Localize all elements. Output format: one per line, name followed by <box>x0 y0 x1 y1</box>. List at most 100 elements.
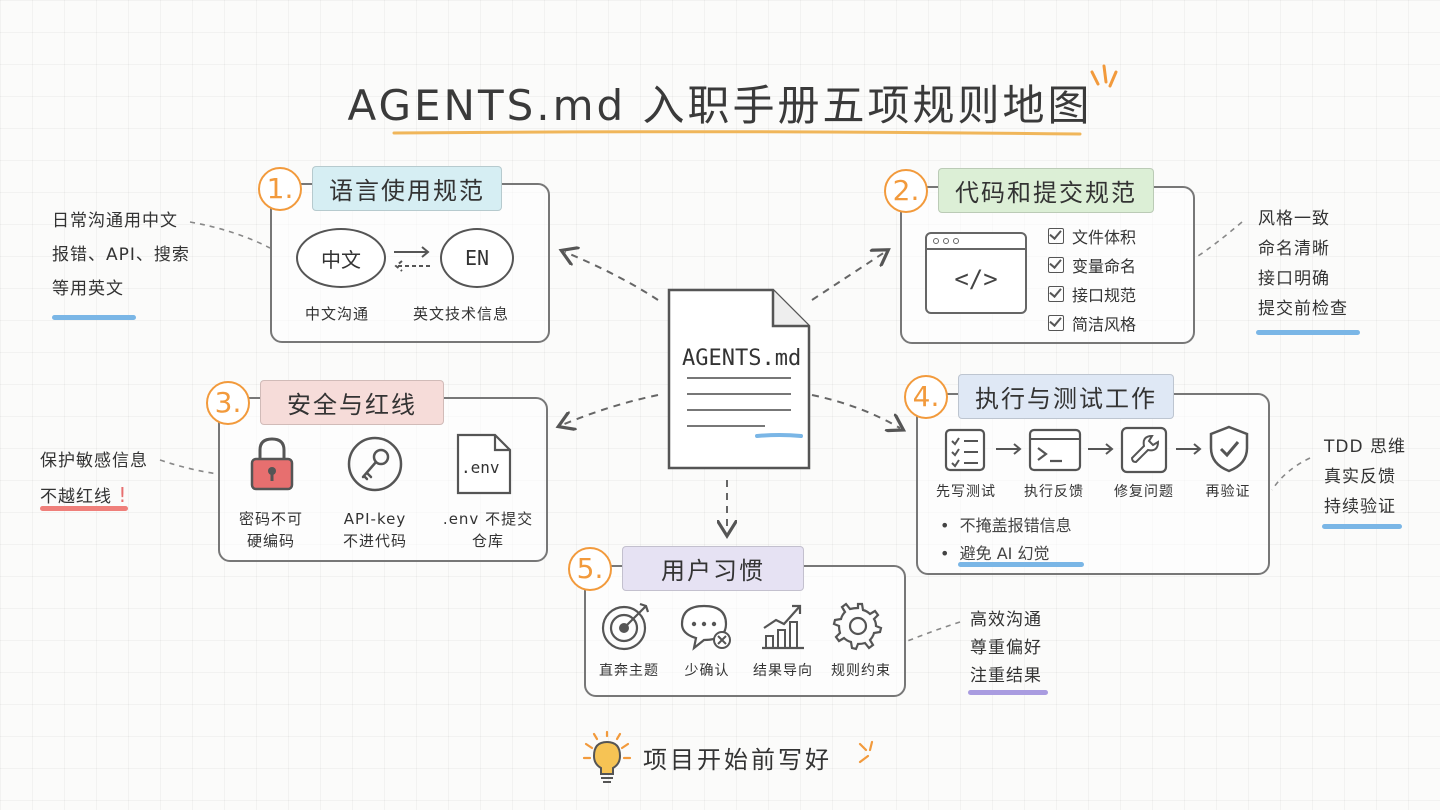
chinese-speech-bubble: 中文 <box>296 228 386 288</box>
s3-notes: 保护敏感信息 不越红线 ! <box>40 444 148 514</box>
s1-note-1: 日常沟通用中文 <box>52 211 178 231</box>
s1-caption-chinese: 中文沟通 <box>304 305 369 323</box>
footer-text: 项目开始前写好 <box>643 746 832 774</box>
arrow-to-s2 <box>811 252 885 301</box>
leader-s3 <box>159 459 219 475</box>
s1-note-2: 报错、API、搜索 <box>52 245 190 265</box>
s5-note-1: 高效沟通 <box>970 610 1042 630</box>
s1-notes: 日常沟通用中文 报错、API、搜索 等用英文 <box>52 204 190 306</box>
flow-arrow-icon <box>1176 443 1202 455</box>
s5-note-underline <box>968 690 1048 695</box>
s1-caption-english: 英文技术信息 <box>412 305 509 323</box>
english-speech-bubble: EN <box>440 228 514 288</box>
chat-cancel-icon <box>680 604 731 651</box>
arrow-to-s1 <box>565 252 659 301</box>
checkbox-icon <box>1048 286 1064 302</box>
section-3-title: 安全与红线 <box>260 380 444 425</box>
section-4-header: 4. 执行与测试工作 <box>904 374 1174 419</box>
target-icon <box>601 602 650 651</box>
s4-bullet-underline <box>958 562 1084 567</box>
section-5-number: 5. <box>568 546 612 591</box>
s3-caption-1: 密码不可硬编码 <box>238 510 303 550</box>
s3-note-1: 保护敏感信息 <box>40 451 148 471</box>
s4-note-1: TDD 思维 <box>1324 437 1406 457</box>
title-sparkle-icon <box>1090 64 1118 88</box>
s4-step-2: 执行反馈 <box>1024 484 1084 500</box>
section-1-number: 1. <box>258 166 302 211</box>
s1-note-3: 等用英文 <box>52 279 124 299</box>
code-symbol: </> <box>954 265 998 293</box>
s5-item-4: 规则约束 <box>831 663 891 679</box>
s4-step-1: 先写测试 <box>936 484 996 500</box>
leader-s4 <box>1271 457 1311 491</box>
section-4-card <box>916 393 1270 575</box>
s2-check-3: 接口规范 <box>1048 282 1136 306</box>
lightbulb-icon <box>582 730 632 783</box>
checkbox-icon <box>1048 315 1064 331</box>
s4-note-underline <box>1322 524 1402 529</box>
s3-note-2: 不越红线 ! <box>40 483 128 507</box>
s2-notes: 风格一致 命名清晰 接口明确 提交前检查 <box>1258 204 1348 324</box>
s5-notes: 高效沟通 尊重偏好 注重结果 <box>970 606 1042 690</box>
swap-arrows-icon <box>394 246 430 272</box>
code-window-icon: </> <box>925 232 1027 314</box>
leader-s1 <box>189 221 271 249</box>
gear-icon <box>832 602 883 651</box>
section-5-header: 5. 用户习惯 <box>568 546 804 591</box>
agents-md-document-icon <box>667 288 811 470</box>
s5-item-2: 少确认 <box>684 663 730 679</box>
shield-check-icon <box>1209 425 1249 473</box>
s4-step-4: 再验证 <box>1205 484 1251 500</box>
s2-check-2: 变量命名 <box>1048 253 1136 277</box>
s2-note-underline <box>1256 330 1360 335</box>
s1-note-underline <box>52 315 136 320</box>
key-icon <box>347 436 403 492</box>
footer-sparkle-icon <box>858 740 874 764</box>
center-doc-label: AGENTS.md <box>682 346 802 371</box>
s4-notes: TDD 思维 真实反馈 持续验证 <box>1324 432 1406 522</box>
s2-check-1: 文件体积 <box>1048 224 1136 248</box>
section-3-header: 3. 安全与红线 <box>206 380 444 425</box>
growth-chart-icon <box>762 604 804 650</box>
s2-note-1: 风格一致 <box>1258 209 1330 229</box>
s4-bullet-1: • 不掩盖报错信息 <box>940 516 1072 535</box>
arrow-to-s4 <box>811 394 900 428</box>
s4-note-2: 真实反馈 <box>1324 467 1396 487</box>
s4-note-3: 持续验证 <box>1324 497 1396 517</box>
terminal-icon <box>1028 428 1082 472</box>
s5-note-2: 尊重偏好 <box>970 638 1042 658</box>
section-5-title: 用户习惯 <box>622 546 804 591</box>
leader-s5 <box>904 621 961 643</box>
s2-note-2: 命名清晰 <box>1258 239 1330 259</box>
section-2-header: 2. 代码和提交规范 <box>884 168 1154 213</box>
s5-item-1: 直奔主题 <box>599 663 659 679</box>
title-underline <box>392 130 1082 136</box>
s3-caption-3: .env 不提交仓库 <box>442 510 534 550</box>
s5-item-3: 结果导向 <box>753 663 813 679</box>
flow-arrow-icon <box>1088 443 1114 455</box>
page-title: AGENTS.md 入职手册五项规则地图 <box>347 81 1093 130</box>
flow-arrow-icon <box>996 443 1022 455</box>
env-file-icon: .env <box>455 432 513 496</box>
section-1-header: 1. 语言使用规范 <box>258 166 502 211</box>
leader-s2 <box>1194 221 1243 259</box>
s2-note-4: 提交前检查 <box>1258 299 1348 319</box>
section-4-title: 执行与测试工作 <box>958 374 1174 419</box>
wrench-icon <box>1120 426 1168 474</box>
s4-step-3: 修复问题 <box>1114 484 1174 500</box>
lock-icon <box>250 437 294 491</box>
checkbox-icon <box>1048 257 1064 273</box>
section-2-number: 2. <box>884 168 928 213</box>
test-checklist-icon <box>944 428 986 472</box>
s2-check-4: 简洁风格 <box>1048 311 1136 335</box>
exclaim-mark: ! <box>118 483 128 507</box>
s3-note-underline <box>40 506 128 511</box>
s5-note-3: 注重结果 <box>970 666 1042 686</box>
section-3-number: 3. <box>206 380 250 425</box>
section-1-title: 语言使用规范 <box>312 166 502 211</box>
arrow-to-s3 <box>562 394 659 425</box>
checkbox-icon <box>1048 228 1064 244</box>
s4-bullet-2: • 避免 AI 幻觉 <box>940 544 1050 563</box>
s2-note-3: 接口明确 <box>1258 269 1330 289</box>
